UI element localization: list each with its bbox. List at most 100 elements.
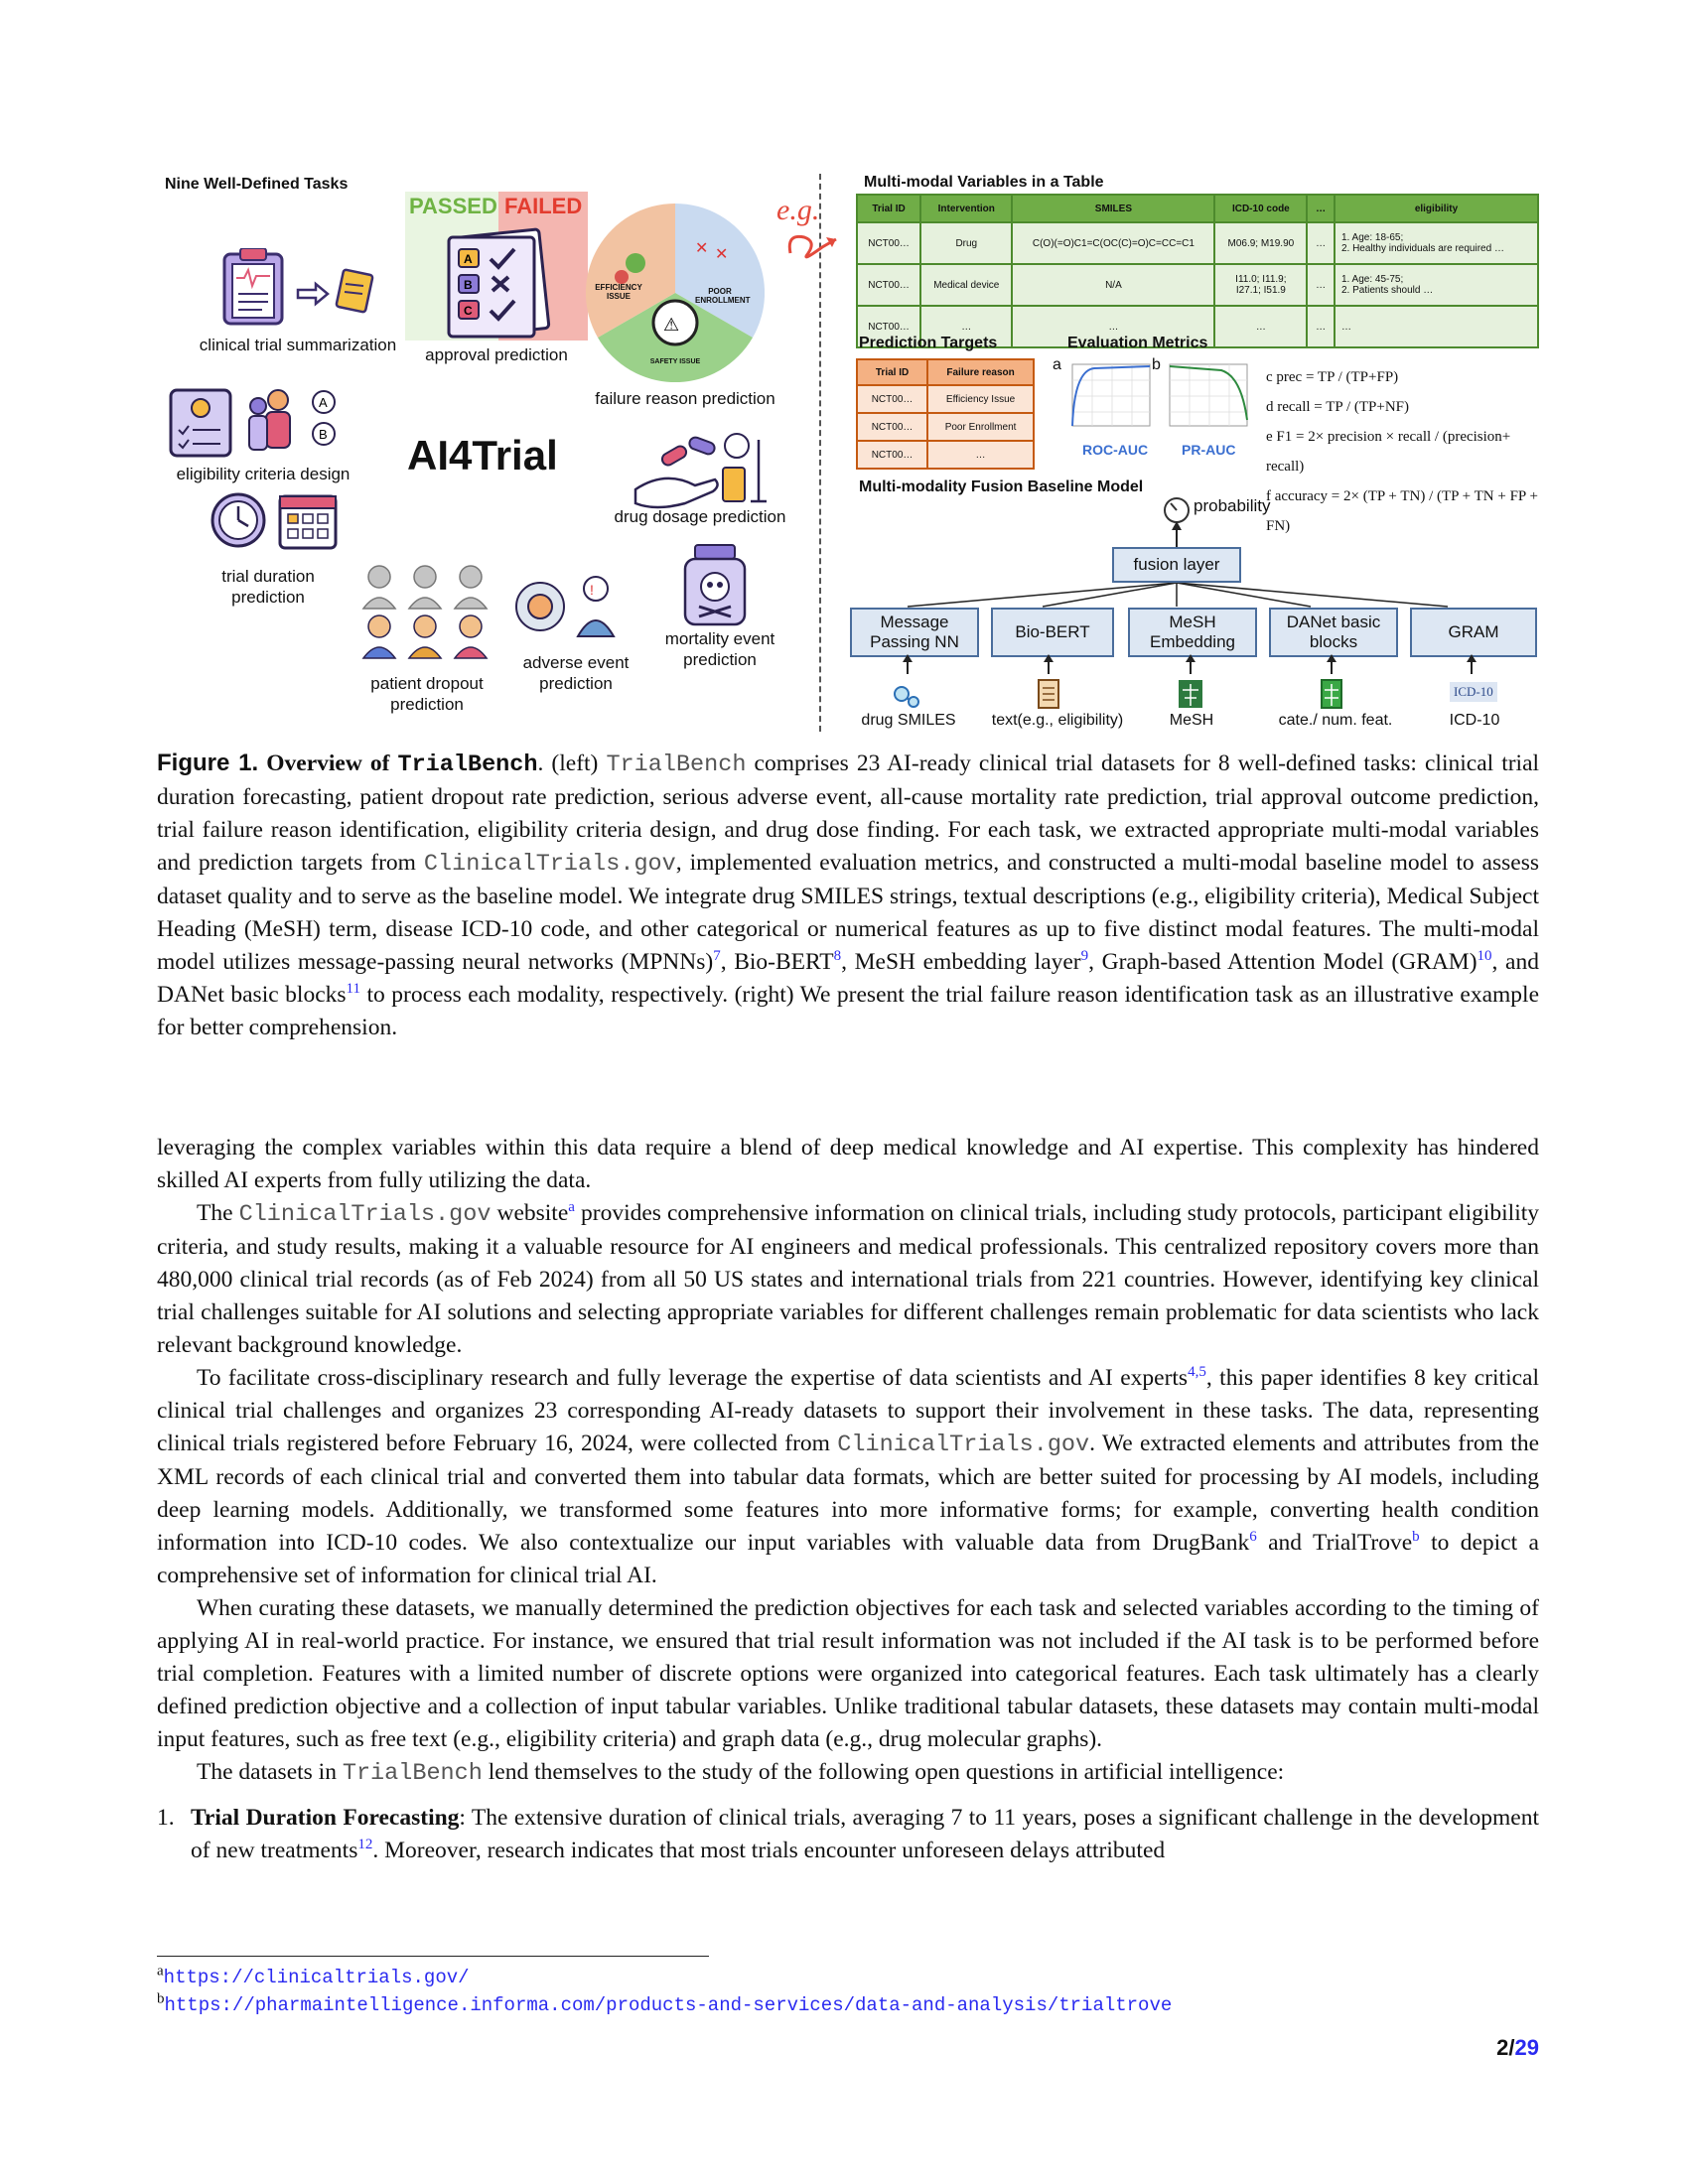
text: To facilitate cross-disciplinary researc…	[197, 1365, 1189, 1391]
module-mesh-embedding: MeSH Embedding	[1128, 608, 1257, 657]
caption-code-trialbench: TrialBench	[606, 751, 747, 778]
body-text: leveraging the complex variables within …	[157, 1132, 1539, 1867]
probability-label: probability	[1194, 496, 1271, 515]
table-cell: C(O)(=O)C1=C(OC(C)=O)C=CC=C1	[1011, 221, 1216, 265]
paragraph: When curating these datasets, we manuall…	[157, 1595, 1539, 1752]
citation-link[interactable]: 9	[1080, 948, 1089, 965]
footnote: ahttps://clinicaltrials.gov/	[157, 1964, 1539, 1991]
task-approval: approval prediction	[425, 345, 568, 364]
pr-curve-plot	[1169, 363, 1248, 427]
input-categorical: cate./ num. feat.	[1278, 712, 1393, 729]
pr-auc-label: PR-AUC	[1182, 442, 1236, 458]
prediction-header-cell: Failure reason	[926, 358, 1035, 386]
text: The datasets in	[197, 1759, 337, 1785]
page-total-link[interactable]: 29	[1514, 2035, 1539, 2060]
page-separator: /	[1508, 2035, 1515, 2060]
footnote-url[interactable]: https://clinicaltrials.gov/	[163, 1967, 470, 1988]
prediction-cell: …	[926, 440, 1035, 470]
footnotes: ahttps://clinicaltrials.gov/ bhttps://ph…	[157, 1964, 1539, 2019]
table-cell: …	[1213, 305, 1309, 348]
fusion-arrows	[907, 521, 1449, 608]
caption-text: , Graph-based Attention Model (GRAM)	[1088, 949, 1477, 975]
metric-formulas: c prec = TP / (TP+FP) d recall = TP / (T…	[1266, 362, 1539, 541]
footnote-link[interactable]: b	[1412, 1529, 1420, 1546]
prediction-cell: Efficiency Issue	[926, 384, 1035, 414]
task-failure-reason: failure reason prediction	[595, 389, 775, 408]
task-duration: trial duration prediction	[221, 567, 315, 608]
adverse-event-icon: !	[515, 576, 616, 637]
caption-text: , and DANet basic blocks	[157, 949, 1539, 1008]
citation-link[interactable]: 6	[1249, 1529, 1257, 1546]
prediction-targets-title: Prediction Targets	[859, 335, 998, 351]
failure-pie-chart: ⚠ ✕ ✕	[586, 204, 765, 382]
prediction-row: NCT00……	[855, 440, 1035, 470]
citation-link[interactable]: 4,5	[1188, 1364, 1206, 1381]
table-cell: NCT00…	[855, 263, 922, 307]
pie-label-enrollment: POOR ENROLLMENT	[695, 287, 751, 305]
citation-link[interactable]: 11	[346, 981, 360, 998]
table-title: Multi-modal Variables in a Table	[864, 174, 1104, 191]
table-cell: …	[1306, 221, 1336, 265]
prediction-cell: NCT00…	[855, 384, 929, 414]
metric-accuracy: f accuracy = 2× (TP + TN) / (TP + TN + F…	[1266, 488, 1538, 534]
text: The	[197, 1200, 233, 1226]
svg-text:✕: ✕	[695, 240, 708, 257]
citation-link[interactable]: 7	[713, 948, 721, 965]
page-current: 2	[1496, 2035, 1509, 2060]
inline-code: ClinicalTrials.gov	[238, 1201, 492, 1228]
icd10-icon: ICD-10	[1450, 682, 1497, 702]
roc-auc-label: ROC-AUC	[1082, 442, 1149, 458]
roc-letter: a	[1053, 356, 1061, 373]
input-arrows-and-icons	[894, 654, 1477, 709]
table-row: NCT00………………	[855, 305, 1540, 348]
evaluation-metrics-title: Evaluation Metrics	[1067, 335, 1208, 351]
caption-text: , implemented evaluation metrics, and co…	[157, 850, 1539, 975]
citation-link[interactable]: 8	[833, 948, 842, 965]
caption-text: , MeSH embedding layer	[841, 949, 1081, 975]
footnote-rule	[157, 1956, 709, 1957]
task-adverse: adverse event prediction	[522, 653, 630, 694]
table-header-cell: ICD-10 code	[1213, 194, 1309, 223]
footnote-mark: a	[157, 1963, 164, 1979]
caption-code-ctgov: ClinicalTrials.gov	[423, 851, 676, 878]
figure-1: Nine Well-Defined Tasks clinical trial s…	[149, 164, 1540, 740]
table-cell: 1. Age: 45-75; 2. Patients should …	[1333, 263, 1540, 307]
prediction-cell: NCT00…	[855, 440, 929, 470]
table-header-cell: eligibility	[1333, 194, 1540, 223]
caption-label: Figure 1.	[157, 750, 259, 776]
eligibility-icon: A B	[169, 388, 336, 458]
task-dropout: patient dropout prediction	[370, 674, 484, 715]
footnote-url[interactable]: https://pharmaintelligence.informa.com/p…	[164, 1994, 1173, 2016]
prediction-row: NCT00…Poor Enrollment	[855, 412, 1035, 442]
text: : The extensive duration of clinical tri…	[191, 1805, 1539, 1863]
text: provides comprehensive information on cl…	[157, 1200, 1539, 1358]
text: , this paper identifies 8 key critical c…	[157, 1365, 1539, 1456]
table-cell: …	[919, 305, 1014, 348]
citation-link[interactable]: 10	[1477, 948, 1492, 965]
paragraph: leveraging the complex variables within …	[157, 1135, 1539, 1193]
citation-link[interactable]: 12	[357, 1837, 373, 1853]
prediction-row: NCT00…Efficiency Issue	[855, 384, 1035, 414]
eg-arrow-icon	[787, 234, 837, 259]
task-dosage: drug dosage prediction	[614, 507, 786, 526]
module-bio-bert: Bio-BERT	[991, 608, 1114, 657]
svg-text:!: !	[590, 582, 594, 598]
pie-label-safety: SAFETY ISSUE	[649, 358, 701, 365]
caption-text: . (left)	[537, 751, 599, 776]
inline-code: ClinicalTrials.gov	[837, 1432, 1090, 1458]
svg-text:B: B	[464, 278, 473, 292]
fusion-title: Multi-modality Fusion Baseline Model	[859, 478, 1144, 495]
table-header-cell: Intervention	[919, 194, 1014, 223]
svg-text:A: A	[464, 252, 473, 266]
clipboard-icon	[222, 248, 374, 326]
module-danet: DANet basic blocks	[1269, 608, 1398, 657]
caption-title-pre: Overview of	[266, 751, 390, 776]
table-cell: NCT00…	[855, 305, 922, 348]
table-header-cell: …	[1306, 194, 1336, 223]
left-panel-title: Nine Well-Defined Tasks	[165, 176, 349, 193]
metric-recall: d recall = TP / (TP+NF)	[1266, 399, 1409, 415]
table-cell: …	[1333, 305, 1540, 348]
footnote-link[interactable]: a	[568, 1199, 575, 1216]
